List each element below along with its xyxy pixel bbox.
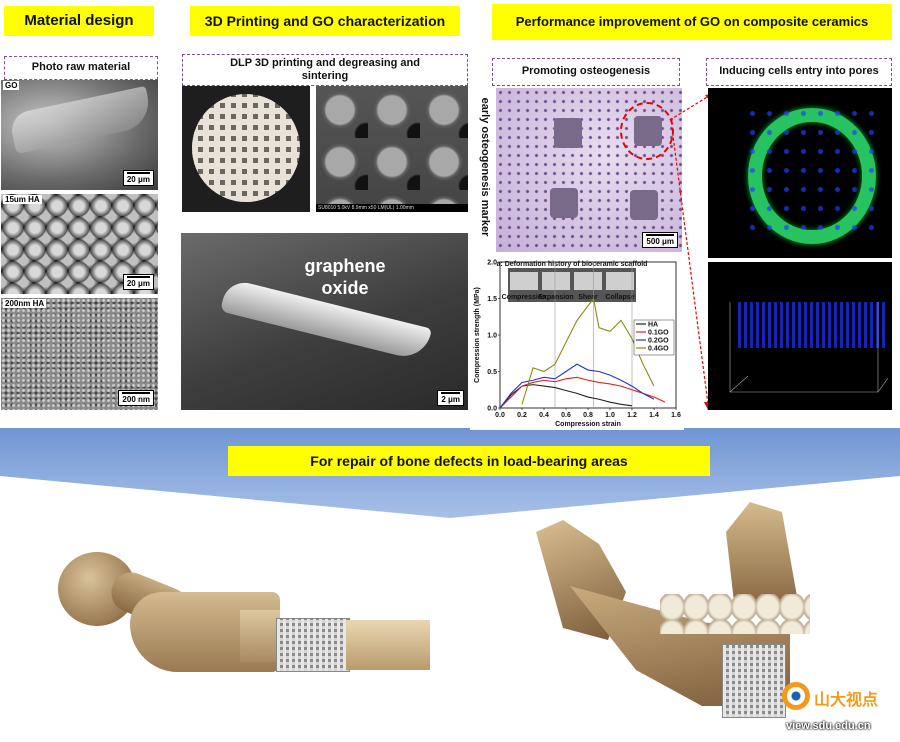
mandible-implant-grid — [723, 645, 785, 717]
mandible-teeth — [660, 594, 810, 634]
x-tick-label-1: 0.2 — [517, 412, 527, 419]
inset-title: a: Deformation history of bioceramic sca… — [497, 261, 648, 268]
x-tick-label-7: 1.4 — [649, 412, 659, 419]
scale-bar-go: 20 μm — [122, 170, 154, 186]
femur-implant — [276, 618, 350, 672]
confocal-side-image — [708, 262, 892, 410]
scale-bar-200nm-ha: 200 nm — [118, 390, 154, 406]
legend-box — [633, 319, 675, 356]
scaffold-disc — [192, 94, 300, 202]
go-sheet-shape — [8, 85, 154, 155]
femur-shaft-right — [346, 620, 430, 670]
side-label-osteogenesis-marker: early osteogenesis marker — [479, 97, 491, 237]
scaffold-sem-caption: SU8010 5.0kV 8.9mm x50 LM(UL) 1.00mm — [316, 204, 468, 212]
watermark-logo-icon — [782, 682, 810, 710]
x-tick-label-2: 0.4 — [539, 412, 549, 419]
inset-label-1: Expansion — [538, 294, 573, 301]
mandible-ramus-right — [726, 502, 798, 602]
compression-chart: a: Deformation history of bioceramic sca… — [474, 260, 681, 429]
scale-bar-stain: 500 μm — [642, 232, 678, 248]
x-axis-label: Compression strain — [555, 421, 621, 428]
x-tick-label-3: 0.6 — [561, 412, 571, 419]
bottom-banner: For repair of bone defects in load-beari… — [228, 446, 710, 476]
inset-label-2: Shear — [578, 294, 598, 301]
graphene-label-line1: graphene — [304, 256, 386, 276]
scaffold-sem-pores — [316, 86, 468, 204]
legend-label-0.4GO: 0.4GO — [648, 346, 669, 353]
header-material-design: Material design — [4, 6, 154, 36]
y-tick-label-1: 0.5 — [487, 369, 497, 376]
compression-chart-panel: a: Deformation history of bioceramic sca… — [470, 256, 684, 430]
femur-illustration — [40, 540, 440, 690]
scaffold-photo — [182, 86, 310, 212]
graphene-oxide-label: graphene oxide — [295, 255, 395, 299]
x-tick-label-8: 1.6 — [671, 412, 681, 419]
mandible-illustration — [530, 496, 850, 726]
scale-bar-graphene: 2 μm — [437, 390, 464, 406]
sem-label-go: GO — [3, 81, 20, 90]
sem-image-15um-ha: 15um HA 20 μm — [1, 194, 158, 294]
scaffold-sem: SU8010 5.0kV 8.9mm x50 LM(UL) 1.00mm — [316, 86, 468, 212]
graphene-label-line2: oxide — [321, 278, 369, 298]
inset-label-0: Compression — [502, 294, 547, 301]
watermark-url: view.sdu.edu.cn — [786, 720, 871, 732]
x-tick-label-4: 0.8 — [583, 412, 593, 419]
header-printing: 3D Printing and GO characterization — [190, 6, 460, 36]
inset-photo-3 — [606, 272, 634, 290]
scale-bar-15um-ha: 20 μm — [122, 274, 154, 290]
graphene-oxide-sem: graphene oxide 2 μm — [181, 233, 468, 410]
series-line-0.4GO — [521, 297, 655, 405]
y-tick-label-4: 2.0 — [487, 260, 497, 267]
confocal-nuclei — [744, 104, 874, 234]
pore-1 — [554, 118, 582, 148]
inset-photo-2 — [574, 272, 602, 290]
inset-photo-1 — [542, 272, 570, 290]
red-arrow-bottom — [671, 127, 709, 405]
subheader-osteogenesis: Promoting osteogenesis — [492, 58, 680, 86]
mandible-implant — [722, 644, 786, 718]
pore-3 — [550, 188, 578, 218]
red-arrow-top — [669, 93, 713, 121]
sem-image-go: GO 20 μm — [1, 80, 158, 190]
watermark: 山大视点 view.sdu.edu.cn — [780, 680, 898, 740]
legend-label-0.2GO: 0.2GO — [648, 338, 669, 345]
legend-label-0.1GO: 0.1GO — [648, 330, 669, 337]
sem-label-200nm-ha: 200nm HA — [3, 299, 47, 308]
femur-shaft-left — [240, 610, 280, 662]
y-tick-label-2: 1.0 — [487, 333, 497, 340]
y-axis-label: Compression strength (MPa) — [474, 287, 481, 383]
series-line-0.2GO — [499, 363, 655, 409]
subheader-photo-raw: Photo raw material — [4, 56, 158, 80]
y-tick-label-3: 1.5 — [487, 296, 497, 303]
inset-photo-0 — [510, 272, 538, 290]
confocal-box-frame — [729, 302, 889, 393]
sem-image-200nm-ha: 200nm HA 200 nm — [1, 298, 158, 410]
femur-implant-grid — [277, 619, 349, 671]
pore-4 — [630, 190, 658, 220]
subheader-inducing: Inducing cells entry into pores — [706, 58, 892, 86]
scaffold-grid — [192, 94, 300, 202]
confocal-ring-image — [708, 88, 892, 258]
watermark-cn: 山大视点 — [814, 690, 879, 709]
x-tick-label-5: 1.0 — [605, 412, 615, 419]
header-performance: Performance improvement of GO on composi… — [492, 4, 892, 40]
x-tick-label-0: 0.0 — [495, 412, 505, 419]
stained-scaffold-image: 500 μm — [496, 88, 682, 252]
sem-label-15um-ha: 15um HA — [3, 195, 42, 204]
highlight-circle — [620, 102, 674, 160]
y-tick-label-0: 0.0 — [487, 406, 497, 413]
x-tick-label-6: 1.2 — [627, 412, 637, 419]
legend-label-HA: HA — [648, 322, 658, 329]
inset-label-3: Collapse — [605, 294, 634, 301]
subheader-dlp: DLP 3D printing and degreasing and sinte… — [182, 54, 468, 86]
confocal-side-cells — [738, 302, 888, 348]
